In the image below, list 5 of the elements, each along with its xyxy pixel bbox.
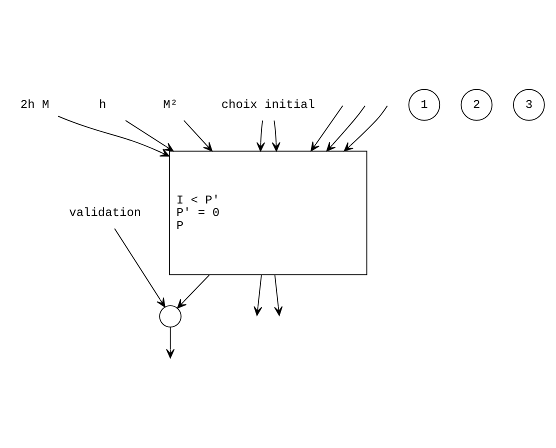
node-text: M² (163, 98, 178, 112)
node-text: validation (69, 206, 142, 220)
node-text: h (98, 98, 106, 112)
node-text: choix initial (221, 98, 315, 112)
node-text: 2h M (20, 98, 50, 112)
